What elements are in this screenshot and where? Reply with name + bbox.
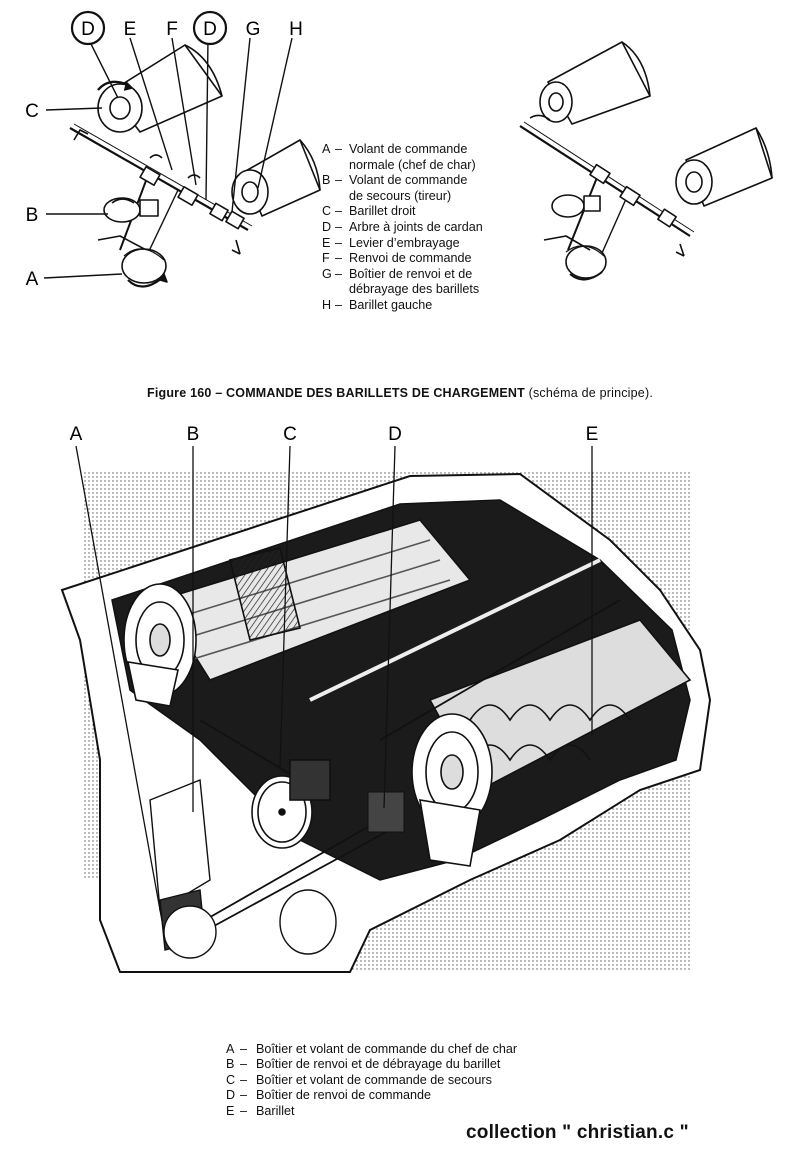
legend-item: B–Volant de commande [322,173,468,188]
barrel-right-drawing [411,619,692,867]
figure-number: Figure 160 – [147,386,223,400]
legend-item: A–Boîtier et volant de commande du chef … [226,1042,518,1056]
legend-item-continued: débrayage des barillets [349,282,480,297]
barrel-left-drawing [123,519,472,707]
figure-title: COMMANDE DES BARILLETS DE CHARGEMENT [226,386,525,400]
cutaway-callout-e: E [586,424,599,445]
callout-e: E [124,19,137,40]
callout-a: A [26,269,39,290]
figure-caption: Figure 160 – COMMANDE DES BARILLETS DE C… [0,386,800,400]
barrel-c-drawing [97,44,223,133]
handwheel-c-drawing [251,759,331,849]
cutaway-leaders [75,445,593,933]
cutaway-callout-d: D [388,424,402,445]
cutaway-callout-b: B [187,424,200,445]
legend-item: G–Boîtier de renvoi et de [322,266,473,281]
legend-item: F–Renvoi de commande [322,251,472,266]
callout-h: H [289,19,303,40]
handwheel-a-drawing [97,235,168,288]
legend-item: E–Barillet [226,1103,295,1118]
callout-circle [70,10,106,46]
right-lower-barrel [675,127,773,207]
gearbox-d-drawing [367,791,405,833]
handwheel-b-drawing [103,197,159,223]
callout-d-1: D [81,19,95,40]
legend-item: A–Volant de commande [322,142,468,156]
right-schematic [519,41,773,281]
cutaway-callout-c: C [283,424,297,445]
left-schematic [43,37,321,288]
figure-note: (schéma de principe). [528,386,653,400]
legend-item-continued: de secours (tireur) [349,188,452,203]
callout-circle [192,10,228,46]
callout-c: C [25,101,39,122]
cutaway-callout-a: A [70,424,83,445]
callout-f: F [166,19,178,40]
right-upper-barrel [529,41,651,125]
legend-item: C–Boîtier et volant de commande de secou… [226,1072,492,1087]
legend-item: D–Arbre à joints de cardan [322,219,483,234]
callout-b: B [26,205,39,226]
callout-d-2: D [203,19,217,40]
cutaway-legend: A–Boîtier et volant de commande du chef … [226,1042,517,1119]
legend-item: D–Boîtier de renvoi de commande [226,1088,432,1103]
legend-item-continued: normale (chef de char) [349,157,476,172]
legend-item: B–Boîtier de renvoi et de débrayage du b… [226,1057,501,1072]
legend-item: E–Levier d’embrayage [322,235,460,250]
schematic-drawing: D E F D G H C B A [25,10,773,290]
legend-item: H–Barillet gauche [322,297,433,312]
schematic-callouts: D E F D G H C B A [25,10,303,290]
callout-g: G [246,19,261,40]
schematic-legend: A–Volant de commande normale (chef de ch… [322,142,542,314]
collection-credit: collection " christian.c " [466,1122,689,1143]
legend-item: C–Barillet droit [322,204,416,219]
